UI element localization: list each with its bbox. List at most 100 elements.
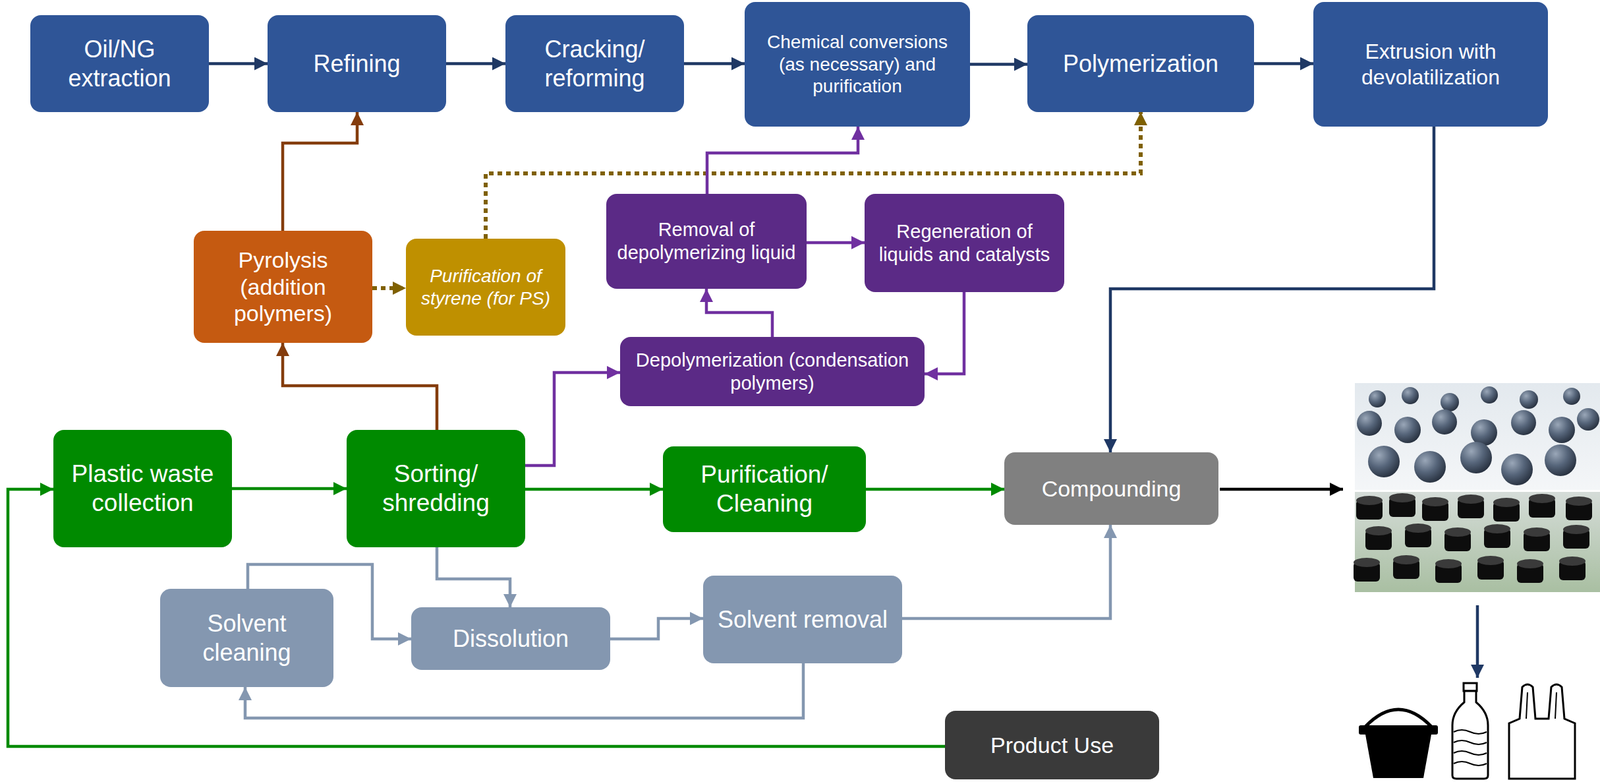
pellet-sphere — [1544, 444, 1577, 476]
box-text-holder: Product Use — [954, 731, 1150, 759]
box-label: Solvent removal — [712, 604, 893, 634]
pellet-cylinder — [1484, 523, 1511, 548]
connector-group — [7, 63, 1434, 747]
process-box: Solvent removal — [703, 575, 903, 663]
output-arrow — [1476, 604, 1480, 678]
bucket-handle — [1365, 709, 1432, 727]
flow-arrow — [525, 487, 663, 491]
bucket-rim — [1358, 724, 1438, 735]
box-text-holder: Sorting/ shredding — [355, 459, 516, 518]
box-text-holder: Removal of depolymerizing liquid — [615, 218, 798, 265]
pellet-photo — [1353, 382, 1600, 592]
flow-arrow — [970, 62, 1028, 66]
flow-arrow — [446, 61, 506, 66]
flow-arrow — [282, 112, 358, 231]
process-box: Product Use — [944, 710, 1160, 779]
pellet-sphere — [1431, 409, 1458, 435]
pellet-sphere — [1356, 410, 1382, 436]
pellet-sphere — [1576, 407, 1600, 431]
pellet-sphere — [1511, 409, 1537, 435]
box-label: Sorting/ shredding — [355, 459, 516, 518]
box-label: Plastic waste collection — [62, 459, 223, 518]
pellet-cylinder — [1444, 527, 1471, 551]
pellet-cylinder — [1516, 558, 1544, 583]
process-box: Removal of depolymerizing liquid — [606, 193, 807, 289]
pellet-cylinder — [1353, 557, 1380, 582]
bottle-body — [1452, 690, 1488, 779]
flow-arrow — [1110, 126, 1434, 453]
box-label: Extrusion with devolatilization — [1322, 38, 1539, 90]
bottle-ribs — [1453, 729, 1487, 766]
pellet-sphere — [1414, 450, 1446, 483]
pellet-sphere — [1470, 419, 1498, 446]
pellet-cylinder — [1477, 555, 1504, 580]
flow-arrow — [208, 61, 268, 66]
pellet-cylinder — [1563, 524, 1590, 549]
pellet-cylinder — [1493, 497, 1520, 522]
box-text-holder: Solvent cleaning — [169, 608, 325, 666]
pellet-cylinder — [1523, 527, 1550, 551]
pellet-cylinder — [1404, 523, 1432, 547]
box-label: Refining — [276, 49, 437, 78]
box-text-holder: Chemical conversions (as necessary) and … — [753, 30, 961, 98]
process-box: Dissolution — [411, 606, 611, 670]
box-text-holder: Plastic waste collection — [62, 459, 223, 518]
pellet-cylinder — [1393, 554, 1420, 579]
pellet-cylinder — [1559, 556, 1586, 580]
box-label: Pyrolysis (addition polymers) — [202, 246, 364, 327]
pellet-cylinder — [1356, 495, 1383, 520]
pellet-cylinder — [1365, 525, 1392, 550]
box-text-holder: Compounding — [1013, 475, 1210, 503]
box-text-holder: Extrusion with devolatilization — [1322, 38, 1539, 90]
box-text-holder: Depolymerization (condensation polymers) — [629, 348, 916, 395]
pellet-cylinder — [1389, 492, 1416, 517]
output-arrow — [1219, 487, 1343, 491]
box-text-holder: Regeneration of liquids and catalysts — [873, 220, 1056, 267]
process-box: Cracking/ reforming — [505, 15, 685, 113]
bag-icon — [1509, 684, 1575, 779]
photo-ground — [1354, 491, 1600, 592]
process-box: Sorting/ shredding — [346, 429, 526, 547]
bag-handle — [1526, 691, 1557, 719]
pellet-sphere — [1368, 390, 1386, 408]
pellet-sphere — [1394, 416, 1421, 443]
pellet-sphere — [1460, 441, 1492, 474]
flow-arrow — [525, 372, 621, 466]
process-box: Oil/NG extraction — [30, 15, 209, 113]
flow-arrow — [806, 241, 865, 245]
flow-arrow — [1254, 61, 1314, 66]
process-box: Purification/ Cleaning — [662, 446, 866, 532]
flow-arrow — [231, 486, 347, 491]
box-text-holder: Pyrolysis (addition polymers) — [202, 246, 364, 327]
flow-arrow — [924, 291, 965, 374]
pellet-cylinder — [1528, 493, 1556, 518]
process-box: Extrusion with devolatilization — [1313, 1, 1548, 127]
box-label: Cracking/ reforming — [514, 34, 675, 92]
process-box: Chemical conversions (as necessary) and … — [744, 1, 971, 127]
process-box: Refining — [267, 15, 447, 113]
box-label: Product Use — [954, 731, 1150, 759]
box-text-holder: Solvent removal — [712, 604, 893, 634]
box-text-holder: Purification of styrene (for PS) — [415, 264, 557, 310]
box-label: Chemical conversions (as necessary) and … — [753, 30, 961, 98]
box-label: Compounding — [1013, 475, 1210, 503]
pellet-sphere — [1519, 390, 1539, 409]
pellet-cylinder — [1422, 496, 1449, 521]
bucket-body — [1365, 734, 1432, 778]
box-label: Oil/NG extraction — [39, 34, 200, 92]
flow-arrow — [902, 524, 1111, 619]
box-text-holder: Polymerization — [1036, 49, 1245, 78]
flow-arrow — [706, 288, 773, 337]
process-box: Polymerization — [1027, 15, 1255, 113]
flow-arrow — [610, 618, 704, 639]
process-box: Depolymerization (condensation polymers) — [620, 336, 925, 406]
pellet-cylinder — [1435, 558, 1462, 583]
process-box: Purification of styrene (for PS) — [405, 238, 566, 336]
process-box: Solvent cleaning — [160, 588, 334, 687]
box-text-holder: Purification/ Cleaning — [672, 459, 857, 519]
pellet-sphere — [1480, 386, 1498, 404]
bottle-cap — [1463, 682, 1477, 691]
box-text-holder: Refining — [276, 49, 437, 78]
box-label: Purification/ Cleaning — [672, 459, 857, 519]
